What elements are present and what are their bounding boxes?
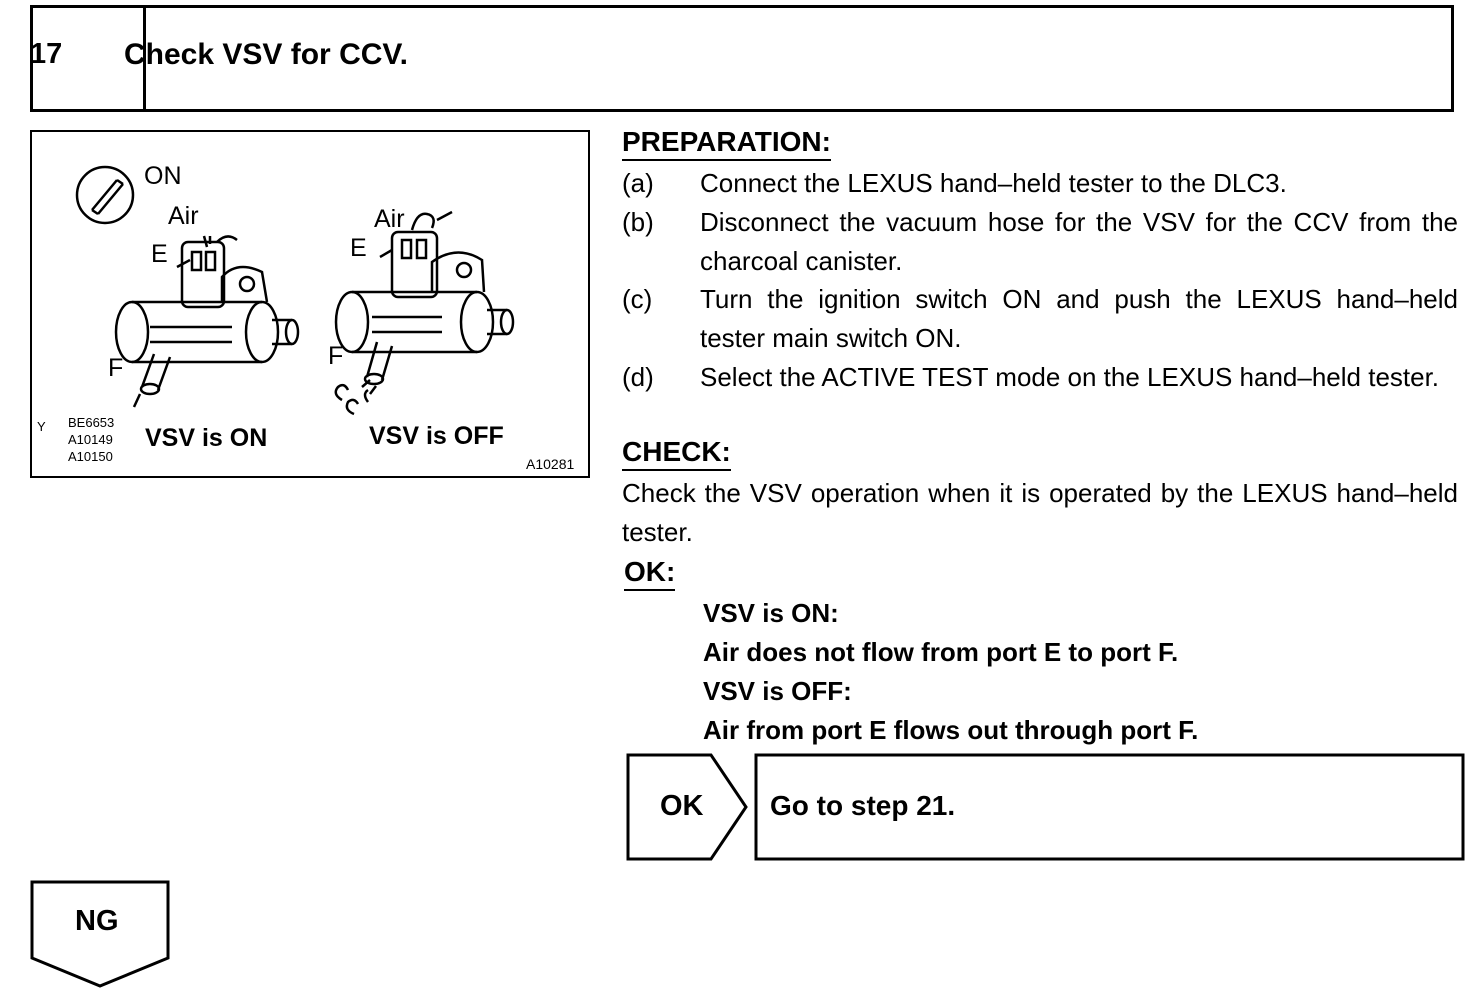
left-air-label: Air <box>168 202 199 230</box>
step-text: Select the ACTIVE TEST mode on the LEXUS… <box>700 362 1440 392</box>
prep-step-a: (a) Connect the LEXUS hand–held tester t… <box>622 164 1458 203</box>
ignition-on-label: ON <box>144 162 182 190</box>
prep-step-d: (d) Select the ACTIVE TEST mode on the L… <box>622 358 1458 436</box>
step-letter: (a) <box>622 168 654 198</box>
right-port-f-label: F <box>328 342 344 370</box>
vsv-on-caption: VSV is ON <box>145 424 268 452</box>
figure-id: A10281 <box>526 456 575 472</box>
preparation-heading: PREPARATION: <box>622 126 831 161</box>
vsv-off-diagram <box>334 210 515 416</box>
left-port-e-label: E <box>151 240 168 268</box>
right-port-e-label: E <box>350 234 367 262</box>
ref-code: BE6653 <box>68 415 115 430</box>
ok-spec-line: VSV is OFF: <box>703 676 852 706</box>
step-text: Disconnect the vacuum hose for the VSV f… <box>700 207 1458 276</box>
ng-arrow-shape <box>30 880 170 988</box>
vsv-drawing <box>75 165 515 416</box>
step-text: Turn the ignition switch ON and push the… <box>700 284 1458 353</box>
step-letter: (b) <box>622 207 654 237</box>
vsv-on-diagram <box>114 235 300 408</box>
right-air-label: Air <box>374 205 405 233</box>
ref-code: A10150 <box>68 449 113 464</box>
ok-spec-heading: OK: <box>624 556 676 591</box>
step-title: Check VSV for CCV. <box>124 38 408 71</box>
vsv-illustration: ON Air E F Air E F Y BE6653 A10149 A1015… <box>30 130 590 478</box>
ok-branch-action: Go to step 21. <box>770 790 956 821</box>
ok-branch-label: OK <box>660 790 704 822</box>
ref-codes: BE6653 A10149 A10150 <box>68 414 114 465</box>
left-port-f-label: F <box>108 354 124 382</box>
ng-branch-label: NG <box>75 905 119 937</box>
prep-step-b: (b) Disconnect the vacuum hose for the V… <box>622 203 1458 281</box>
step-text: Connect the LEXUS hand–held tester to th… <box>700 168 1287 198</box>
ok-arrow-shape <box>626 753 1465 861</box>
ok-spec-line: Air does not flow from port E to port F. <box>703 637 1179 667</box>
check-heading: CHECK: <box>622 436 731 471</box>
ng-branch-box <box>30 880 172 990</box>
ok-branch-box <box>626 753 1466 861</box>
ref-code: A10149 <box>68 432 113 447</box>
ok-spec-line: VSV is ON: <box>703 598 839 628</box>
step-letter: (c) <box>622 284 653 314</box>
check-text: Check the VSV operation when it is opera… <box>622 478 1458 547</box>
vsv-off-caption: VSV is OFF <box>369 422 504 450</box>
ok-spec-line: Air from port E flows out through port F… <box>703 715 1199 745</box>
step-letter: (d) <box>622 362 654 392</box>
step-number: 17 <box>30 38 63 70</box>
ignition-switch-icon <box>75 165 135 225</box>
step-divider <box>143 8 146 109</box>
prep-step-c: (c) Turn the ignition switch ON and push… <box>622 280 1458 358</box>
step-header-box <box>30 5 1454 112</box>
ref-marker: Y <box>37 419 46 434</box>
